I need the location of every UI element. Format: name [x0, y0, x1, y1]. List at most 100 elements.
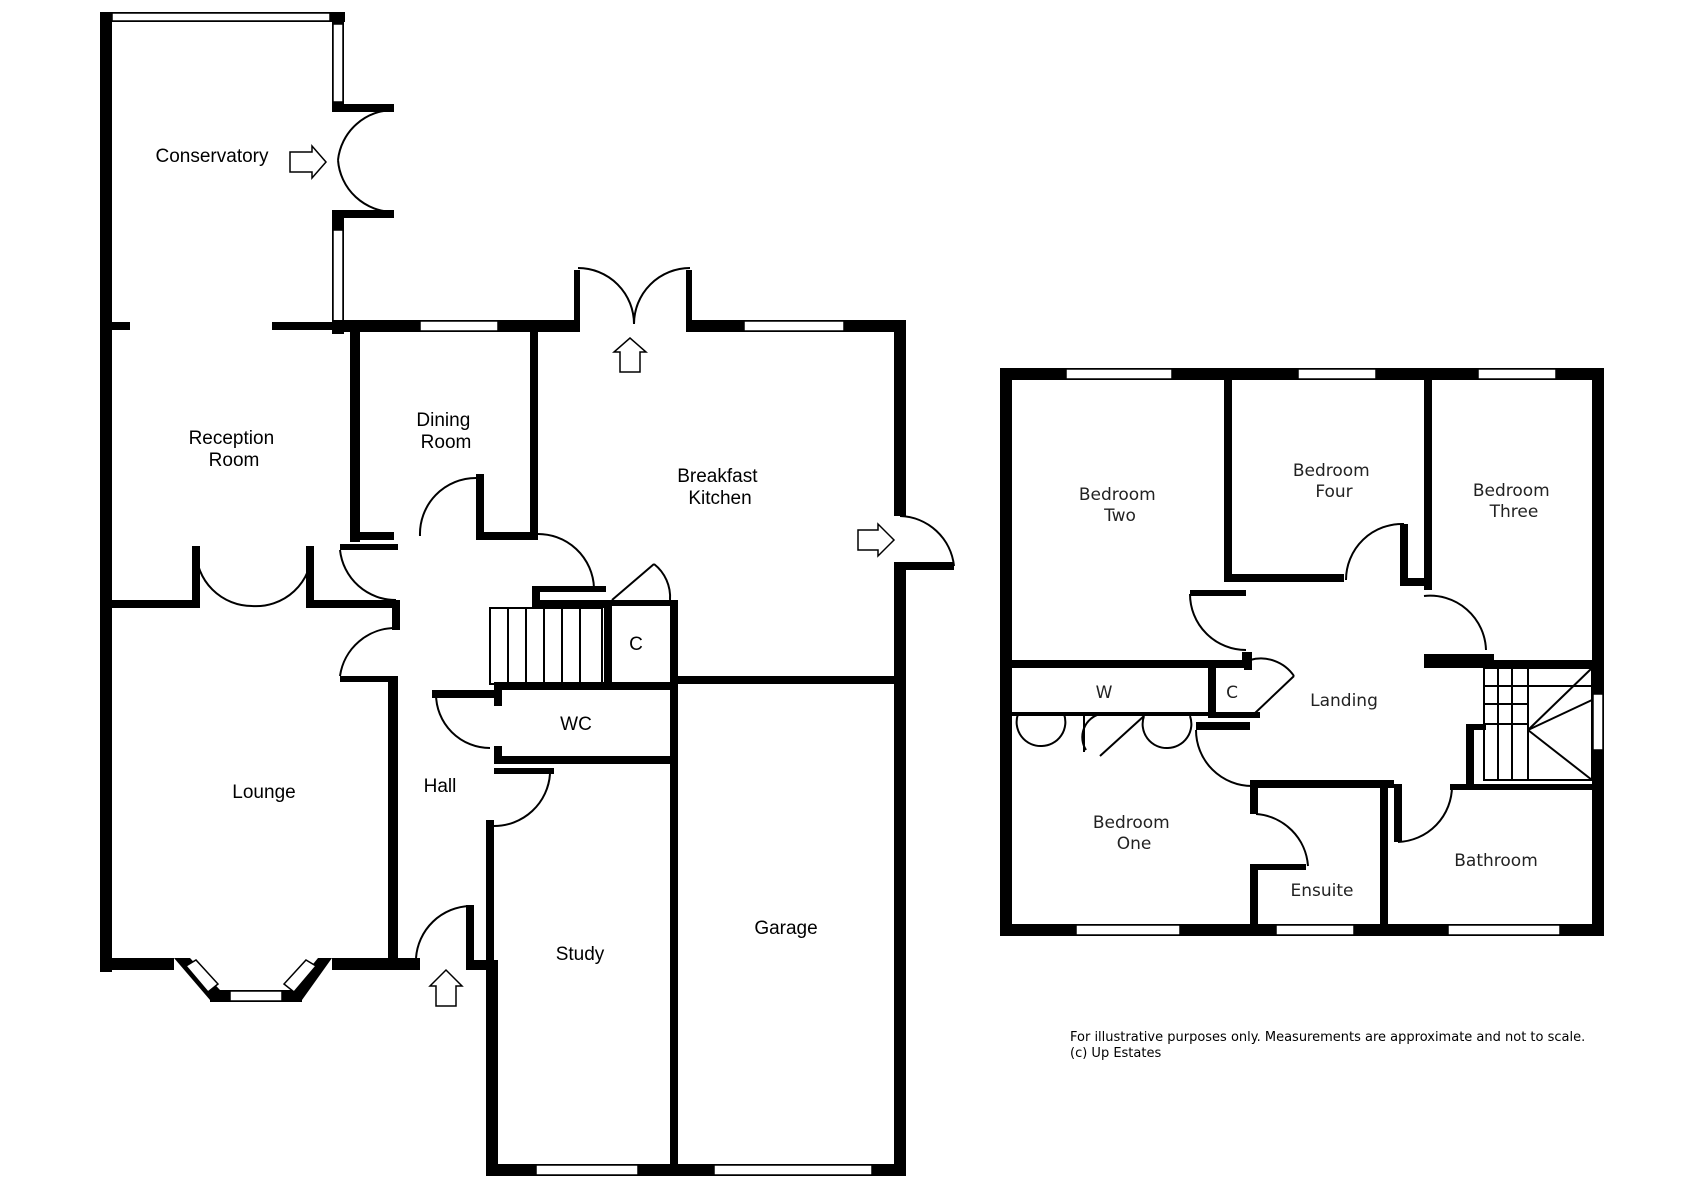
bay-window-left [184, 959, 220, 994]
cupboard-door-arc [653, 563, 672, 601]
lounge-door-jamb-left [192, 546, 200, 608]
label-wardrobe: W [1096, 683, 1113, 703]
kitchen-door-jamb-left [574, 270, 580, 332]
bedroom-three-door-stub [1424, 654, 1432, 668]
stairs-left-stub [1466, 724, 1486, 730]
reception-door-stub [392, 600, 400, 630]
label-wc: WC [560, 714, 592, 735]
conservatory-entrance-arrow-icon [289, 144, 327, 180]
wardrobe-bottom-rail [1012, 712, 1212, 716]
bedroom-four-door-jamb [1400, 524, 1408, 582]
garage-top-wall [670, 676, 906, 684]
kitchen-hall-door [535, 532, 595, 589]
conservatory-right-window-bottom [332, 229, 344, 325]
kitchen-hall-door-stub [532, 586, 540, 606]
wc-door-jamb-top [432, 690, 494, 698]
label-garage: Garage [754, 918, 817, 939]
label-lounge: Lounge [232, 782, 295, 803]
dining-door-jamb [476, 474, 484, 540]
cupboard-right-wall [670, 600, 678, 684]
bedroom-four-door [1345, 522, 1405, 581]
lounge-door-jamb [340, 676, 398, 682]
kitchen-side-door [899, 515, 955, 567]
label-bedroom-three: Bedroom Three [1473, 481, 1555, 522]
ensuite-door-jamb-bottom [1250, 864, 1306, 870]
kitchen-hall-door-jamb [536, 586, 606, 592]
conservatory-top-window [111, 12, 331, 22]
garage-right-wall [894, 562, 906, 1176]
label-cupboard-first: C [1226, 683, 1238, 703]
cupboard-top-wall [604, 600, 674, 606]
bay-wall-right [292, 958, 332, 1000]
bedroom-three-bottom-wall [1430, 660, 1596, 668]
outer-wall-left [100, 12, 112, 972]
bedroom-four-window [1297, 368, 1377, 380]
study-top-wall [494, 756, 674, 764]
bedroom-one-door-jamb [1196, 722, 1250, 730]
wc-door [435, 693, 491, 749]
lounge-door [339, 626, 397, 677]
label-conservatory: Conservatory [156, 146, 269, 167]
label-dining-room: Dining Room [416, 410, 475, 453]
cupboard-left-wall [604, 600, 612, 684]
ensuite-door [1255, 813, 1309, 867]
kitchen-entrance-arrow-icon [612, 337, 648, 373]
bay-window-front [229, 990, 283, 1002]
dining-bottom-wall-right [476, 532, 538, 540]
cupboard-first-bottom-wall [1208, 712, 1260, 718]
lounge-french-doors [195, 549, 314, 608]
label-bathroom: Bathroom [1454, 851, 1538, 871]
stairs-left-wall [1466, 724, 1474, 784]
label-cupboard: C [629, 634, 643, 655]
label-bedroom-one: Bedroom One [1093, 813, 1175, 854]
label-reception-room: Reception Room [189, 428, 280, 471]
stairs-top-wall [532, 600, 608, 608]
bathroom-window [1447, 924, 1561, 936]
reception-divider-right [272, 322, 332, 330]
ground-stairs [489, 607, 603, 685]
bedroom-one-window [1075, 924, 1181, 936]
ground-floor-plan: Conservatory Reception Room Dining Room … [100, 12, 955, 1176]
first-stairs [1483, 667, 1593, 781]
ensuite-right-wall [1380, 780, 1388, 926]
kitchen-side-arrow-icon [857, 522, 896, 558]
stairs-window [1592, 693, 1604, 751]
bathroom-top-wall [1450, 784, 1596, 790]
bathroom-door-jamb [1394, 784, 1402, 842]
kitchen-side-door-jamb [894, 562, 954, 570]
study-door-jamb [494, 768, 554, 774]
label-study: Study [556, 944, 605, 965]
wardrobe-door-3 [1141, 715, 1193, 750]
front-entrance-arrow-icon [428, 968, 464, 1007]
ensuite-left-wall [1250, 864, 1258, 926]
dining-right-wall [530, 332, 538, 540]
label-ensuite: Ensuite [1291, 881, 1354, 901]
ensuite-top-wall [1250, 780, 1390, 788]
study-garage-divider [670, 680, 678, 1176]
wc-door-jamb-bottom [494, 746, 502, 764]
wardrobe-door-2-arc [1081, 713, 1101, 751]
first-floor-plan: Bedroom Two Bedroom Four Bedroom Three W… [1000, 368, 1604, 936]
label-breakfast-kitchen: Breakfast Kitchen [677, 466, 763, 509]
label-bedroom-four: Bedroom Four [1293, 461, 1375, 502]
reception-door [339, 549, 397, 602]
conservatory-door-jamb-bottom [332, 210, 394, 218]
study-left-wall-upper [486, 820, 494, 970]
cupboard-first-left-wall [1208, 660, 1216, 716]
cupboard-first-top-stub [1244, 652, 1252, 670]
wardrobe-door-1 [1015, 713, 1067, 748]
lounge-bottom-wall-right [332, 958, 420, 970]
ensuite-window [1275, 924, 1355, 936]
reception-divider-left [100, 322, 130, 330]
kitchen-right-wall-top [894, 320, 906, 516]
cupboard-first-door [1253, 675, 1295, 715]
label-landing: Landing [1310, 691, 1378, 711]
wardrobe-door-2 [1099, 715, 1145, 757]
lounge-door-jamb-right [306, 546, 314, 608]
first-right-wall [1592, 368, 1604, 936]
dining-window [419, 320, 499, 332]
bedroom-three-door [1423, 594, 1487, 651]
wc-left-wall [494, 682, 502, 706]
bay-window-right [282, 959, 318, 994]
bedroom-four-bottom-wall [1224, 574, 1344, 582]
